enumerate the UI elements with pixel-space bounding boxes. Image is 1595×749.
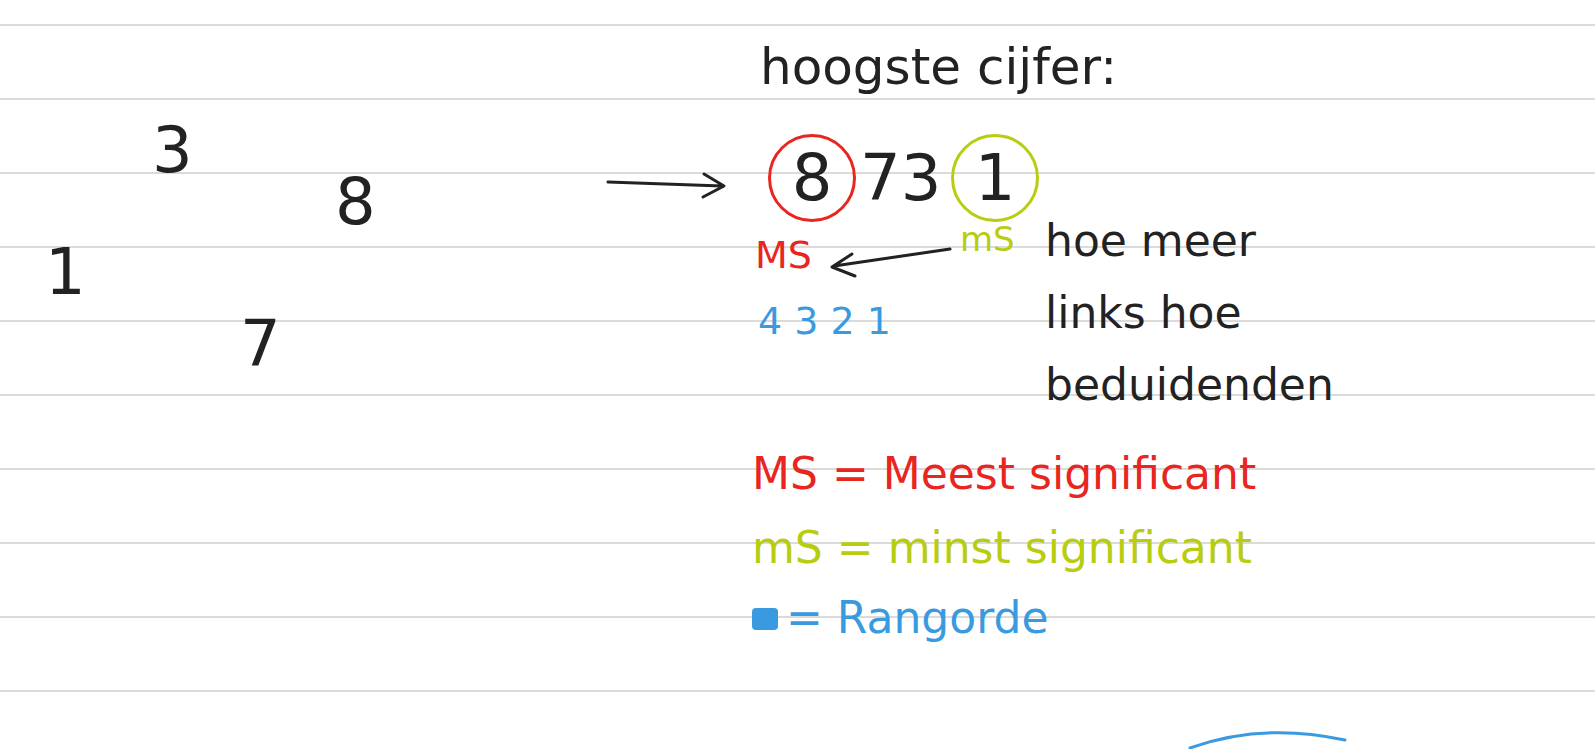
significance-arrow: [832, 249, 950, 276]
digit-text: 1: [975, 146, 1016, 210]
ls-marker: mS: [960, 222, 1015, 256]
digit-text: 8: [792, 146, 833, 210]
ruled-lines: [0, 25, 1595, 691]
heading-note: hoogste cijfer:: [760, 42, 1117, 92]
loose-digit: 1: [45, 240, 86, 304]
middle-digits: 73: [860, 146, 941, 210]
legend-note: mS = minst significant: [752, 526, 1252, 570]
rank-numbers: 4 3 2 1: [758, 302, 891, 340]
legend-text: = Rangorde: [786, 596, 1048, 640]
circled-digit: 1: [951, 134, 1039, 222]
loose-digit: 3: [152, 118, 193, 182]
loose-digit: 8: [335, 170, 376, 234]
ms-marker: MS: [755, 236, 812, 274]
blue-stroke: [1190, 733, 1345, 748]
legend-note: MS = Meest significant: [752, 452, 1256, 496]
legend-swatch: [752, 608, 778, 630]
circled-digit: 8: [768, 134, 856, 222]
loose-digit: 7: [240, 312, 281, 376]
explanation-note: hoe meer links hoe beduidenden: [1045, 205, 1355, 421]
sort-arrow: [608, 174, 724, 197]
